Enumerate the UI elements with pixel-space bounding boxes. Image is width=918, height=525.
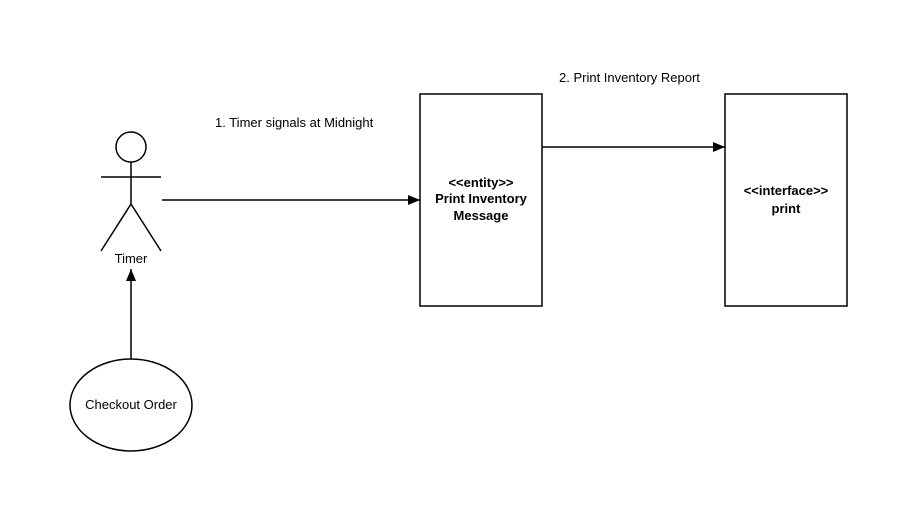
interface-stereotype: <<interface>>	[744, 183, 829, 198]
actor-timer[interactable]: Timer	[100, 131, 162, 266]
entity-stereotype: <<entity>>	[448, 175, 513, 190]
interface-rect	[724, 93, 848, 307]
entity-rect	[419, 93, 543, 307]
actor-label: Timer	[115, 251, 148, 266]
entity-name-line2: Message	[454, 208, 509, 223]
actor-head	[115, 131, 147, 163]
entity-box[interactable]: <<entity>> Print Inventory Message	[419, 93, 543, 307]
message-2-label: 2. Print Inventory Report	[559, 70, 700, 85]
use-case-checkout-order[interactable]: Checkout Order	[69, 358, 193, 452]
message-1-label: 1. Timer signals at Midnight	[215, 115, 374, 130]
actor-right-leg	[130, 203, 162, 252]
use-case-label: Checkout Order	[85, 397, 177, 412]
interface-name: print	[772, 201, 802, 216]
interface-box[interactable]: <<interface>> print	[724, 93, 848, 307]
entity-name-line1: Print Inventory	[435, 191, 528, 206]
actor-left-leg	[100, 203, 132, 252]
